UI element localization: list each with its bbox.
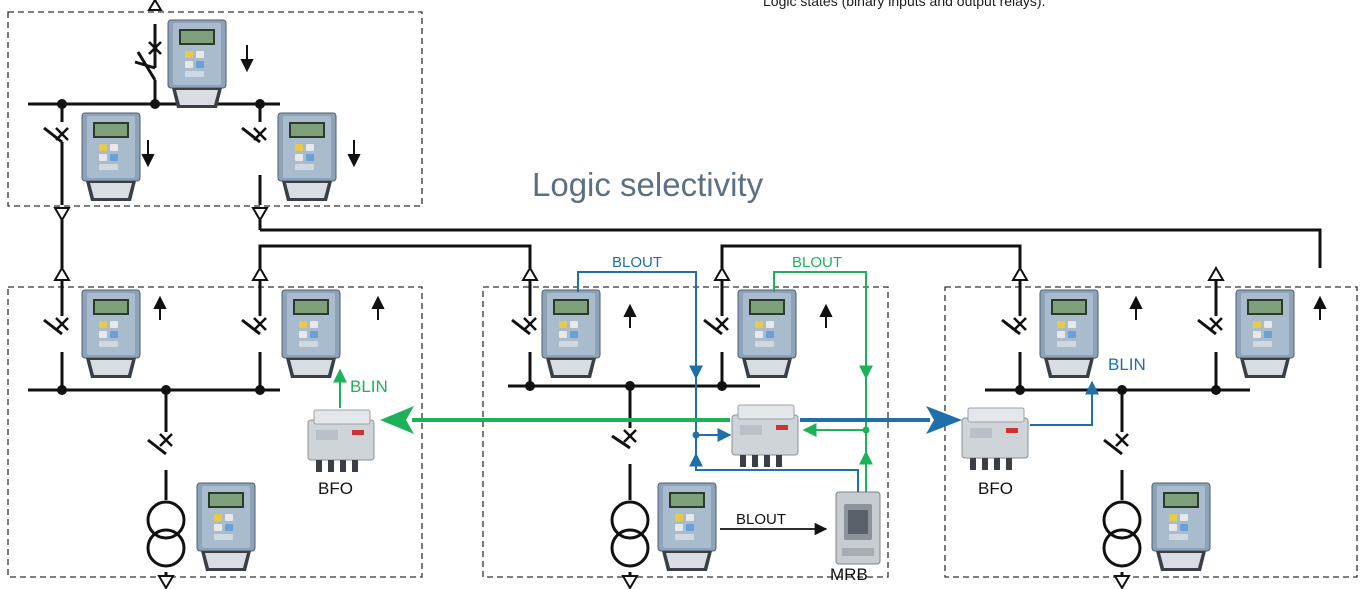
diagram-title: Logic selectivity	[532, 166, 764, 203]
down-arrows-top	[141, 45, 361, 168]
top-feeder-left	[43, 104, 64, 205]
transformer-right	[1102, 500, 1142, 568]
up-arrows-bl	[153, 295, 385, 320]
relay-bm-1	[541, 289, 601, 379]
box-top	[7, 11, 423, 207]
top-incomer	[134, 0, 157, 102]
relay-br-transformer	[1151, 482, 1211, 572]
bfo-right-module	[961, 407, 1029, 471]
top-input-arrow	[147, 0, 163, 11]
relay-top-feeder-left	[81, 112, 141, 202]
transformer-left	[146, 500, 186, 568]
blout-blue-path	[577, 271, 859, 492]
blout-bottom-label: BLOUT	[736, 511, 786, 528]
mrb-module	[835, 491, 881, 565]
green-bus-arrowhead	[380, 406, 414, 434]
up-arrows-br	[1129, 295, 1327, 320]
relay-bm-transformer	[657, 482, 717, 572]
bfo-middle-module	[731, 404, 799, 468]
transformer-middle	[610, 500, 650, 568]
relay-br-2	[1235, 289, 1295, 379]
blin-left-label: BLIN	[350, 377, 388, 396]
relay-top-feeder-right	[277, 112, 337, 202]
relay-bl-2	[281, 289, 341, 379]
bl-feeders	[43, 280, 262, 578]
blout-mid-right-label: BLOUT	[792, 254, 842, 271]
blin-right-label: BLIN	[1108, 355, 1146, 374]
box-bottom-left	[7, 286, 423, 578]
bfo-right-label: BFO	[978, 479, 1013, 498]
mrb-label: MRB	[830, 565, 868, 584]
substation-boxes	[7, 11, 1358, 578]
top-note: Logic states (binary inputs and output r…	[763, 0, 1046, 9]
box-bottom-right	[944, 286, 1358, 578]
relay-bl-1	[81, 289, 141, 379]
bfo-left-label: BFO	[318, 479, 353, 498]
box-bottom-middle	[482, 286, 889, 578]
relay-top-incomer	[167, 19, 227, 109]
breaker-x-top	[148, 41, 162, 55]
relay-bm-2	[737, 289, 797, 379]
bfo-left-module	[307, 409, 375, 473]
relay-bl-transformer	[196, 482, 256, 572]
blout-green-path	[773, 271, 873, 492]
blout-mid-left-label: BLOUT	[612, 254, 662, 271]
blin-right-path	[1030, 380, 1099, 426]
blue-bus-arrowhead	[926, 406, 962, 434]
interconnect-lines	[60, 220, 1322, 268]
top-feeder-right	[241, 104, 262, 205]
relay-br-1	[1039, 289, 1099, 379]
up-arrows-bm	[623, 303, 833, 328]
